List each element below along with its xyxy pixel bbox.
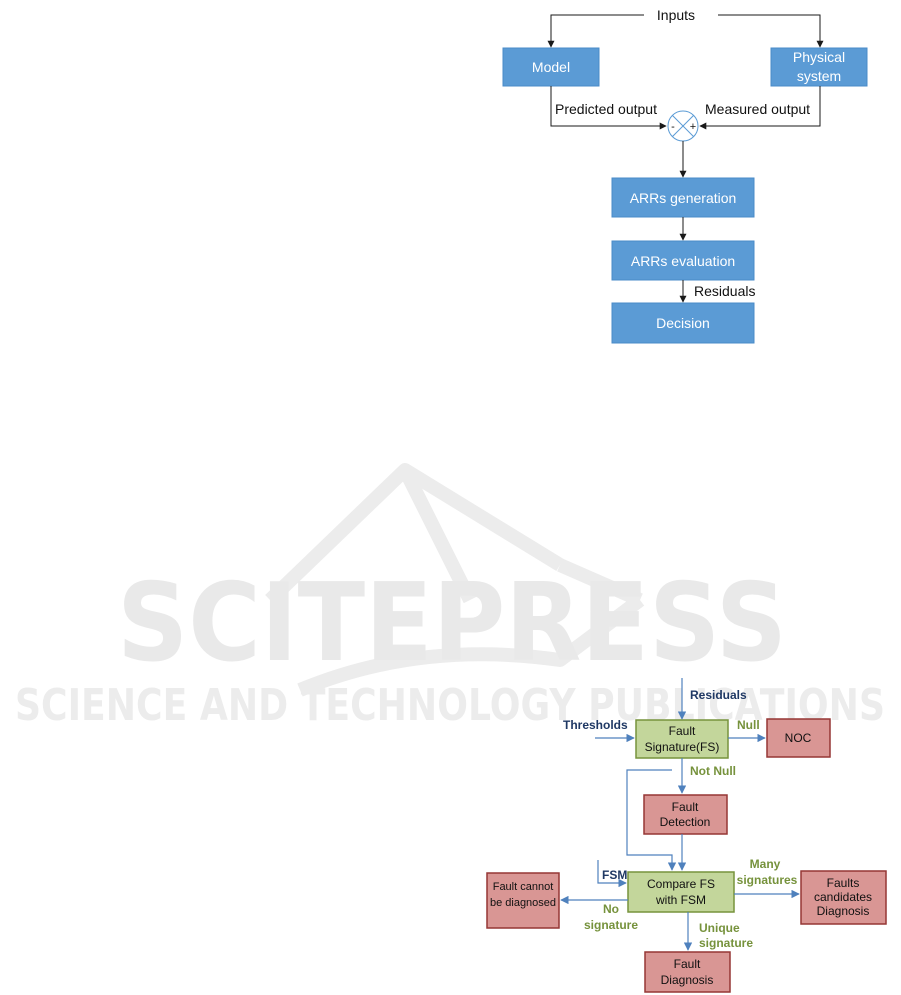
unique-signature-label: signature bbox=[699, 936, 753, 950]
no-label: No bbox=[603, 902, 619, 916]
fault-diagnosis-line1: Fault bbox=[674, 957, 701, 971]
watermark-title: SCITEPRESS bbox=[117, 561, 787, 686]
null-label: Null bbox=[737, 718, 760, 732]
fault-signature-label-line2: Signature(FS) bbox=[645, 740, 720, 754]
noc-label: NOC bbox=[785, 731, 812, 745]
compare-label-line2: with FSM bbox=[655, 893, 706, 907]
fsm-label: FSM bbox=[602, 868, 627, 882]
fault-detection-label-line1: Fault bbox=[672, 800, 699, 814]
fault-cannot-line1: Fault cannot bbox=[493, 881, 554, 893]
physical-system-label-line2: system bbox=[797, 68, 841, 84]
predicted-output-label: Predicted output bbox=[555, 101, 657, 117]
watermark-subtitle: SCIENCE AND TECHNOLOGY PUBLICATIONS bbox=[15, 680, 885, 731]
fault-cannot-line2: be diagnosed bbox=[490, 897, 556, 909]
residuals-input-label: Residuals bbox=[690, 688, 747, 702]
faults-candidates-line1: Faults bbox=[827, 876, 860, 890]
fault-detection-label-line2: Detection bbox=[660, 815, 711, 829]
compare-box bbox=[627, 871, 735, 913]
bypass-arrow bbox=[626, 769, 677, 871]
faults-candidates-line2: candidates bbox=[814, 890, 872, 904]
fault-diagnosis-line2: Diagnosis bbox=[661, 973, 714, 987]
physical-system-box bbox=[770, 47, 868, 87]
watermark-book-icon bbox=[265, 463, 645, 697]
decision-flowchart: Residuals Thresholds Fault Signature(FS)… bbox=[486, 678, 887, 993]
physical-system-label-line1: Physical bbox=[793, 49, 845, 65]
measured-output-arrow bbox=[699, 86, 821, 130]
fault-detection-box bbox=[643, 794, 728, 835]
thresholds-label: Thresholds bbox=[563, 718, 628, 732]
arrs-generation-box bbox=[611, 177, 755, 218]
unique-label: Unique bbox=[699, 921, 740, 935]
residuals-label: Residuals bbox=[694, 283, 755, 299]
decision-box bbox=[611, 302, 755, 344]
predicted-output-arrow bbox=[550, 86, 667, 130]
watermark: SCITEPRESS SCIENCE AND TECHNOLOGY PUBLIC… bbox=[15, 463, 885, 731]
decision-label: Decision bbox=[656, 315, 710, 331]
arrs-generation-label: ARRs generation bbox=[630, 190, 737, 206]
comparator-plus: + bbox=[690, 121, 696, 133]
inputs-label: Inputs bbox=[657, 7, 695, 23]
inputs-to-system-arrow bbox=[718, 14, 824, 48]
noc-box bbox=[766, 718, 831, 758]
inputs-to-model-arrow bbox=[547, 14, 644, 48]
measured-output-label: Measured output bbox=[705, 101, 810, 117]
arrs-evaluation-box bbox=[611, 240, 755, 281]
fault-signature-label-line1: Fault bbox=[669, 724, 696, 738]
many-label: Many bbox=[750, 857, 781, 871]
signatures-label: signatures bbox=[737, 873, 798, 887]
not-null-label: Not Null bbox=[690, 764, 736, 778]
fault-cannot-box bbox=[486, 872, 560, 929]
fault-signature-box bbox=[635, 719, 729, 759]
fsm-arrow bbox=[597, 860, 627, 888]
model-label: Model bbox=[532, 59, 570, 75]
faults-candidates-line3: Diagnosis bbox=[817, 904, 870, 918]
fault-diagnosis-box bbox=[644, 951, 731, 993]
comparator-symbol bbox=[667, 110, 699, 142]
no-signature-label: signature bbox=[584, 918, 638, 932]
comparator-minus: - bbox=[671, 121, 675, 133]
compare-label-line1: Compare FS bbox=[647, 877, 715, 891]
arrs-evaluation-label: ARRs evaluation bbox=[631, 253, 735, 269]
fdi-block-diagram: Inputs Model Physical system Predicted o… bbox=[502, 7, 868, 344]
faults-candidates-box bbox=[800, 870, 887, 925]
